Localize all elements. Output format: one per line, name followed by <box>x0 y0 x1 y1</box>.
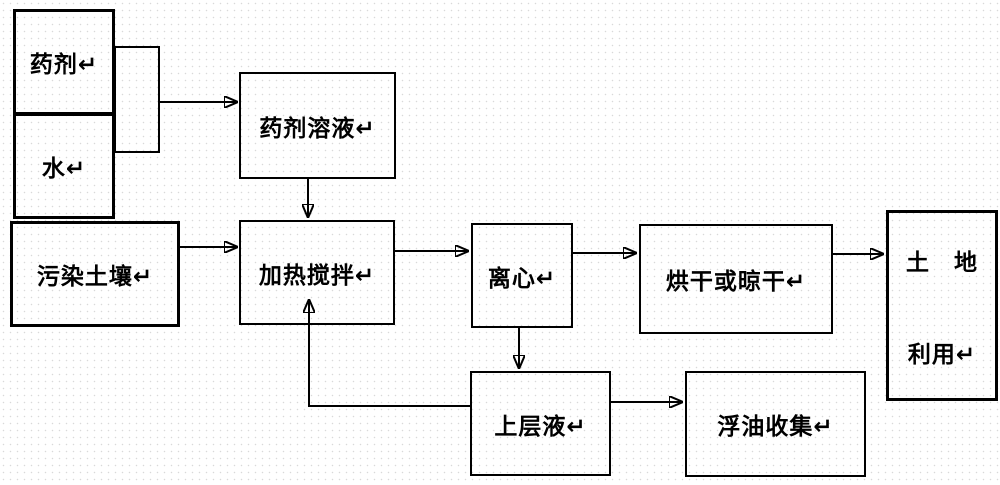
node-supernatant-label: 上层液↵ <box>494 413 587 440</box>
node-contaminated-soil-label: 污染土壤↵ <box>36 264 154 290</box>
node-centrifuge: 离心↵ <box>471 223 573 328</box>
node-land-use-label-line2: 利用↵ <box>907 341 977 368</box>
node-drying-label: 烘干或晾干↵ <box>665 269 807 295</box>
node-contaminated-soil: 污染土壤↵ <box>10 221 180 327</box>
node-drying: 烘干或晾干↵ <box>639 224 833 334</box>
merge-bracket-rect <box>114 46 160 153</box>
node-reagent-solution: 药剂溶液↵ <box>239 72 396 179</box>
node-reagent: 药剂↵ <box>13 9 115 115</box>
node-heat-stir-label: 加热搅拌↵ <box>258 262 376 289</box>
node-oil-collection-label: 浮油收集↵ <box>717 414 834 440</box>
node-land-use-label-line1: 土 地 <box>906 249 978 276</box>
node-centrifuge-label: 离心↵ <box>487 265 557 292</box>
node-heat-stir: 加热搅拌↵ <box>239 220 395 325</box>
node-reagent-solution-label: 药剂溶液↵ <box>259 115 376 142</box>
node-oil-collection: 浮油收集↵ <box>685 371 866 477</box>
node-land-use: 土 地 利用↵ <box>886 210 998 401</box>
node-water-label: 水↵ <box>41 156 87 182</box>
node-reagent-label: 药剂↵ <box>29 52 99 78</box>
node-supernatant: 上层液↵ <box>470 371 611 476</box>
node-water: 水↵ <box>13 113 115 219</box>
